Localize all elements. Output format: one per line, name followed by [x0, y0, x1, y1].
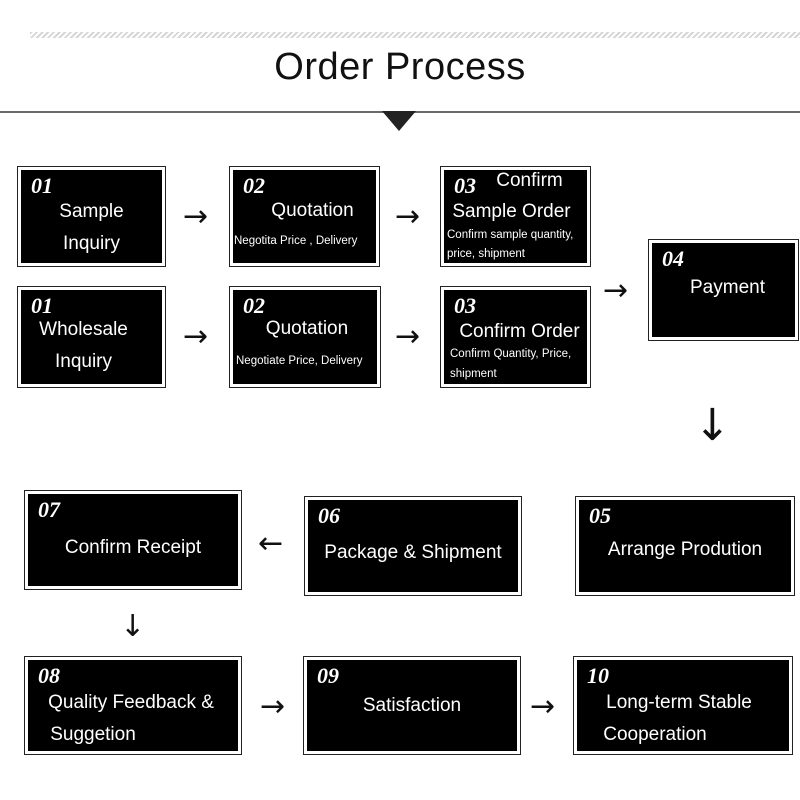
step-title: Inquiry	[62, 233, 121, 254]
step-detail: Negotita Price , Delivery	[234, 235, 358, 247]
arrow-right-icon: →	[183, 199, 209, 234]
step-title: Quotation	[265, 318, 349, 339]
step-title: Arrange Prodution	[607, 539, 763, 560]
step-number: 03	[454, 293, 476, 318]
arrow-left-icon: ←	[258, 526, 284, 561]
step-wholesale-quotation: 02 Quotation Negotiate Price, Delivery	[229, 286, 381, 388]
step-detail: price, shipment	[447, 248, 525, 260]
step-detail: Confirm Quantity, Price,	[450, 348, 572, 360]
step-title: Suggetion	[50, 724, 136, 745]
step-long-term-cooperation: 10 Long-term Stable Cooperation	[573, 656, 793, 755]
arrow-down-icon: ↓	[694, 400, 731, 451]
step-detail: Confirm sample quantity,	[447, 229, 574, 241]
step-number: 08	[38, 663, 60, 688]
step-title: Cooperation	[603, 724, 707, 745]
arrow-right-icon: →	[530, 689, 556, 724]
decorative-stripe	[30, 32, 800, 38]
page-title: Order Process	[274, 46, 526, 88]
step-title: Payment	[690, 277, 765, 298]
step-wholesale-inquiry: 01 Wholesale Inquiry	[17, 286, 166, 388]
step-number: 02	[243, 293, 265, 318]
arrow-right-icon: →	[395, 319, 421, 354]
step-confirm-receipt: 07 Confirm Receipt	[24, 490, 242, 590]
step-number: 10	[587, 663, 609, 688]
arrow-right-icon: →	[603, 273, 629, 308]
step-payment: 04 Payment	[648, 239, 799, 341]
step-title: Satisfaction	[362, 695, 462, 716]
arrow-right-icon: →	[395, 199, 421, 234]
step-title: Quality Feedback &	[48, 692, 214, 713]
step-number: 01	[31, 173, 53, 198]
step-number: 02	[243, 173, 265, 198]
arrow-down-icon: ↓	[120, 609, 146, 644]
step-number: 04	[662, 246, 684, 271]
arrow-right-icon: →	[260, 689, 286, 724]
step-title: Confirm	[496, 170, 563, 191]
step-arrange-production: 05 Arrange Prodution	[575, 496, 795, 596]
step-title: Quotation	[271, 200, 354, 221]
step-number: 06	[318, 503, 340, 528]
step-number: 09	[317, 663, 339, 688]
step-sample-inquiry: 01 Sample Inquiry	[17, 166, 166, 267]
step-detail: Negotiate Price, Delivery	[236, 355, 363, 367]
step-title: Long-term Stable	[606, 692, 752, 713]
step-title: Confirm Receipt	[64, 537, 202, 558]
step-title: Sample	[59, 201, 124, 222]
step-satisfaction: 09 Satisfaction	[303, 656, 521, 755]
step-sample-quotation: 02 Quotation Negotita Price , Delivery	[229, 166, 380, 267]
step-number: 05	[589, 503, 611, 528]
step-number: 03	[454, 173, 476, 198]
step-title: Confirm Order	[459, 321, 580, 342]
step-confirm-sample-order: 03 Confirm Sample Order Confirm sample q…	[440, 166, 591, 267]
step-detail: shipment	[450, 368, 497, 380]
step-title: Wholesale	[39, 319, 128, 340]
step-title: Package & Shipment	[324, 542, 502, 563]
step-confirm-order: 03 Confirm Order Confirm Quantity, Price…	[440, 286, 591, 388]
step-number: 01	[31, 293, 53, 318]
divider-notch-icon	[382, 111, 416, 131]
step-title: Inquiry	[54, 351, 113, 372]
step-number: 07	[38, 497, 60, 522]
step-title: Sample Order	[452, 201, 571, 222]
step-package-shipment: 06 Package & Shipment	[304, 496, 522, 596]
step-quality-feedback: 08 Quality Feedback & Suggetion	[24, 656, 242, 755]
arrow-right-icon: →	[183, 319, 209, 354]
